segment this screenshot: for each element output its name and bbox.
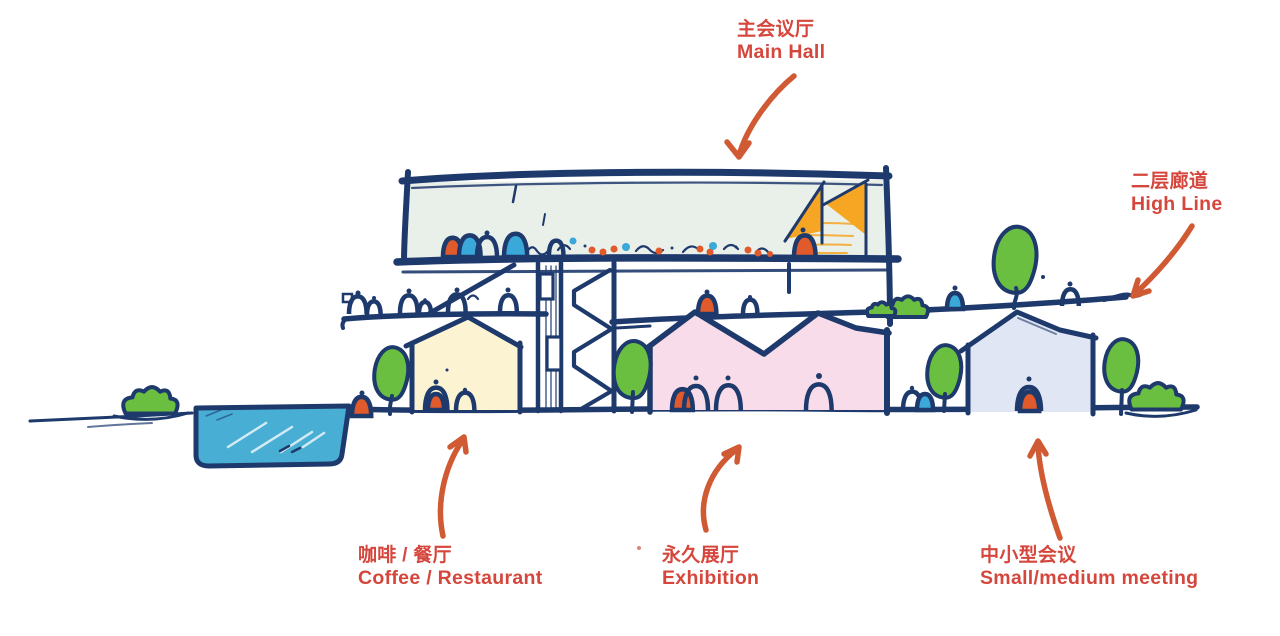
arrow-small-medium-meeting (1027, 438, 1063, 541)
annotation-main-hall-en: Main Hall (737, 41, 826, 63)
annotation-coffee-restaurant-zh: 咖啡 / 餐厅 (358, 545, 452, 566)
annotation-exhibition: 永久展厅 Exhibition (662, 544, 759, 590)
annotation-high-line: 二层廊道 High Line (1131, 170, 1223, 216)
elevator-core (535, 260, 564, 414)
stray-dot (637, 546, 641, 550)
main-hall-volume (393, 165, 902, 327)
pond (193, 403, 352, 469)
annotation-exhibition-zh: 永久展厅 (662, 545, 740, 566)
annotation-small-medium-meeting-en: Small/medium meeting (980, 567, 1199, 589)
annotation-small-medium-meeting-zh: 中小型会议 (980, 545, 1077, 566)
annotation-high-line-zh: 二层廊道 (1131, 171, 1209, 192)
annotation-small-medium-meeting: 中小型会议 Small/medium meeting (980, 544, 1198, 590)
annotation-coffee-restaurant-en: Coffee / Restaurant (358, 567, 543, 589)
arrow-main-hall (724, 73, 797, 160)
people (341, 275, 1079, 416)
honeycomb-truss (571, 260, 617, 414)
annotation-coffee-restaurant: 咖啡 / 餐厅 Coffee / Restaurant (358, 544, 543, 590)
annotation-exhibition-en: Exhibition (662, 567, 760, 589)
trees (112, 227, 1198, 421)
meeting-building (958, 309, 1099, 417)
main-hall-crowd (443, 184, 816, 257)
arrow-coffee-restaurant (437, 434, 469, 539)
annotation-main-hall-zh: 主会议厅 (737, 19, 815, 40)
coffee-restaurant-building (403, 314, 524, 415)
sail-flag-icons (783, 178, 870, 258)
annotation-high-line-en: High Line (1131, 193, 1223, 215)
arrow-exhibition (700, 444, 742, 533)
annotation-arrows (437, 73, 1195, 550)
stair (427, 262, 517, 316)
arrow-high-line (1130, 223, 1195, 299)
annotation-main-hall: 主会议厅 Main Hall (737, 18, 825, 64)
